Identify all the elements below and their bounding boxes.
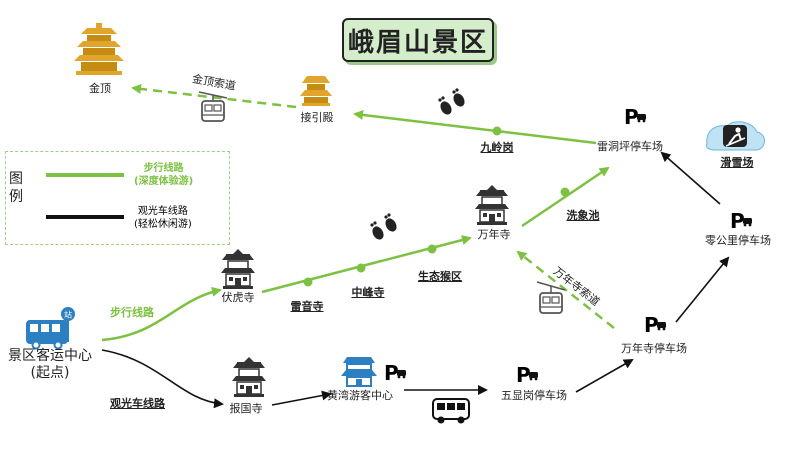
bus-wuxiangang-wanniansi-parking: [575, 359, 634, 393]
dot-shengtaihouqu: [427, 244, 437, 254]
bus-stop-icon: 站: [26, 307, 75, 350]
baoguosi-temple-icon: [231, 356, 267, 398]
label-leiyinsi: 雷音寺: [290, 300, 324, 313]
cableway-wanniansi-path: [516, 250, 615, 329]
walk-wanniansi-leidongping: [521, 166, 610, 228]
label-huaxuechang: 滑雪场: [720, 156, 754, 169]
label-xixiangchi: 洗象池: [566, 209, 600, 222]
parking-icon: P: [730, 209, 752, 233]
label-fuhusi: 伏虎寺: [221, 291, 255, 304]
sightseeing-bus-icon: [432, 398, 470, 424]
legend-walking-line: [46, 173, 124, 177]
dot-jiulinggang: [492, 126, 502, 136]
legend-walking-text: 步行线路 (深度体验游): [134, 162, 193, 188]
bus-linggongli-leidongping: [660, 151, 721, 205]
legend: 图例 步行线路 (深度体验游) 观光车线路 (轻松休闲游): [5, 151, 230, 245]
cableway-jinding-path: [131, 83, 297, 109]
parking-icon: P: [516, 363, 538, 387]
parking-icon: P: [644, 313, 666, 337]
visitor-center-icon: [341, 357, 377, 387]
legend-walking-label: 步行线路: [143, 163, 184, 174]
parking-letter: P: [644, 313, 659, 337]
bus-hub-baoguosi: [101, 349, 224, 409]
page-title: 峨眉山景区: [342, 18, 494, 62]
label-leidongping: 雷洞坪停车场: [597, 140, 663, 153]
legend-bus-label: 观光车线路: [137, 206, 188, 217]
parking-icon: P: [624, 105, 646, 129]
label-hub: 景区客运中心: [8, 348, 92, 364]
label-baoguosi: 报国寺: [229, 402, 263, 415]
golden-temple-icon: [74, 23, 124, 75]
legend-title: 图例: [9, 171, 23, 205]
label-wanniansi-parking: 万年寺停车场: [621, 342, 687, 355]
parking-icon: P: [384, 361, 406, 385]
ski-icon: [705, 121, 765, 151]
legend-bus-line: [46, 215, 124, 219]
label-wuxiangang: 五显岗停车场: [501, 389, 567, 402]
legend-walking-sublabel: (深度体验游): [134, 176, 194, 187]
label-jinding: 金顶: [89, 82, 111, 95]
footprints-icon: [370, 213, 397, 240]
label-walking-route: 步行线路: [110, 306, 154, 319]
label-huangwan: 黄湾游客中心: [327, 389, 393, 402]
label-jiulinggang: 九岭岗: [480, 141, 514, 154]
bus-stop-sign-text: 站: [64, 310, 72, 320]
label-zhongfengsi: 中峰寺: [351, 286, 385, 299]
label-jiedian: 接引殿: [300, 111, 334, 124]
wanniansi-temple-icon: [474, 184, 510, 226]
jinding-cable-car-icon: [198, 91, 228, 122]
fuhusi-temple-icon: [220, 248, 256, 290]
parking-letter: P: [730, 209, 745, 233]
walk-hub-fuhusi: [101, 286, 222, 342]
label-shengtaihouqu: 生态猴区: [418, 270, 462, 283]
label-linggongli: 零公里停车场: [705, 234, 771, 247]
wanniansi-cable-car-icon: [536, 281, 566, 314]
parking-letter: P: [384, 361, 399, 385]
dot-leiyinsi: [303, 277, 313, 287]
parking-letter: P: [624, 105, 639, 129]
label-wanniansi: 万年寺: [477, 228, 511, 241]
label-hub-start: (起点): [30, 365, 70, 381]
label-bus-route: 观光车线路: [110, 397, 165, 410]
bus-baoguosi-huangwan: [271, 390, 332, 406]
dot-xixiangchi: [560, 187, 570, 197]
parking-letter: P: [516, 363, 531, 387]
legend-bus-text: 观光车线路 (轻松休闲游): [134, 205, 192, 231]
walk-leidongping-jiedian: [353, 109, 597, 145]
footprints-icon: [438, 88, 465, 115]
jieyin-hall-icon: [300, 76, 332, 106]
bus-wanniansi-parking-linggongli: [675, 256, 730, 323]
legend-bus-sublabel: (轻松休闲游): [134, 219, 192, 230]
dot-zhongfengsi: [356, 263, 366, 273]
